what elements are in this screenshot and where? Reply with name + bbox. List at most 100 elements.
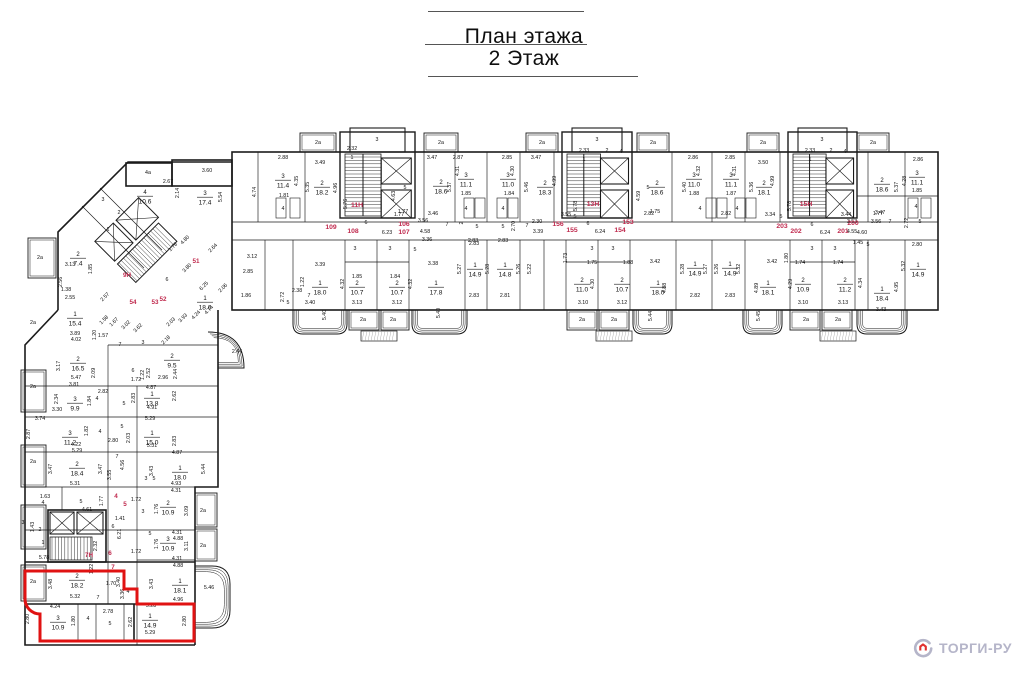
dimension-label: 5 [414, 247, 417, 253]
dimension-label: 5.27 [457, 264, 463, 274]
dimension-label: 3 [22, 520, 25, 526]
room-area-label: 18.2 [71, 583, 84, 590]
room-number-label: 1 [178, 466, 182, 472]
bay-window [638, 310, 667, 329]
dimension-label: 1.78 [168, 241, 180, 253]
dimension-label: 5 [574, 214, 577, 220]
dimension-label: 6.24 [820, 230, 830, 236]
elevator-shaft [94, 222, 134, 262]
balcony-label: 2а [390, 317, 396, 323]
balcony-label: 2а [200, 543, 206, 549]
dimension-label: 5.44 [201, 464, 207, 474]
dimension-label: 1 [809, 157, 812, 163]
balcony-label: 2а [579, 317, 585, 323]
room-number-label: 2 [355, 281, 359, 287]
unit-number-label: 6 [108, 550, 112, 557]
stair-tread [154, 226, 174, 245]
dimension-label: 5.78 [573, 201, 579, 211]
dimension-label: 3.43 [876, 307, 886, 313]
unit-number-label: 106 [398, 221, 410, 228]
loggia-hatch [620, 330, 624, 342]
closet [474, 197, 486, 219]
dimension-label: 5.46 [524, 182, 530, 192]
dimension-label: 5.40 [322, 310, 328, 320]
watermark-text: ТОРГИ-РУ [939, 640, 1012, 656]
dimension-label: 1.75 [650, 209, 660, 215]
dimension-label: 1 [107, 227, 110, 233]
dimension-label: 4.58 [420, 229, 430, 235]
room-area-label: 18.0 [314, 290, 327, 297]
unit-number-label: 154 [614, 227, 626, 234]
bay-window [195, 569, 227, 625]
room-number-label: 1 [148, 614, 152, 620]
elevator-shaft [115, 196, 160, 241]
loggia-stamp [819, 330, 857, 342]
dimension-label: 3.39 [533, 229, 543, 235]
dimension-label: 4 [282, 206, 285, 212]
dimension-label: 2.83 [468, 238, 478, 244]
loggia-hatch [617, 330, 621, 342]
balcony [425, 134, 457, 151]
loggia-hatch [835, 330, 839, 342]
loggia-hatch [608, 330, 612, 342]
dimension-label: 1.81 [279, 193, 289, 199]
dimension-label: 3.49 [315, 160, 325, 166]
dimension-label: 2.44 [173, 369, 179, 379]
dimension-label: 1 [351, 155, 354, 161]
dimension-label: 2.83 [498, 238, 508, 244]
room-number-label: 3 [692, 173, 696, 179]
balcony [791, 311, 819, 329]
dimension-label: 3.36 [422, 237, 432, 243]
dimension-label: 1.76 [154, 539, 160, 549]
dimension-label: 1.58 [99, 314, 111, 326]
dimension-label: 5 [121, 424, 124, 430]
balcony [196, 530, 216, 560]
balcony [423, 132, 459, 153]
balcony [823, 311, 851, 329]
balcony [194, 492, 218, 528]
loggia-hatch [596, 330, 600, 342]
room-number-label: 2 [170, 354, 174, 360]
dimension-label: 5 [867, 242, 870, 248]
dimension-label: 2.52 [146, 368, 152, 378]
room-number-label: 3 [464, 173, 468, 179]
bay-window [636, 310, 669, 331]
balcony-label: 2а [360, 317, 366, 323]
closet [705, 197, 717, 219]
balcony-label: 2а [611, 317, 617, 323]
dimension-label: 2.14 [175, 188, 181, 198]
dimension-label: 5 [919, 219, 922, 225]
unit-number-label: 52 [159, 296, 167, 303]
bay-window [634, 310, 671, 333]
balcony [22, 371, 45, 411]
balcony-label: 2а [650, 140, 656, 146]
dimension-label: 4.31 [732, 166, 738, 176]
dimension-label: 5 [476, 224, 479, 230]
dimension-label: 5 [80, 499, 83, 505]
dimension-label: 3.39 [315, 262, 325, 268]
loggia-hatch [844, 330, 848, 342]
dimension-label: 4.24 [50, 604, 60, 610]
balcony [858, 134, 888, 151]
dimension-label: 5.28 [680, 264, 686, 274]
dimension-label: 4.87 [172, 450, 182, 456]
dimension-label: 2.87 [453, 155, 463, 161]
elevator-x [76, 511, 104, 535]
dimension-label: 7 [97, 595, 100, 601]
dimension-label: 1.43 [30, 522, 36, 532]
room-area-label: 10.9 [162, 510, 175, 517]
loggia-hatch [841, 330, 845, 342]
room-number-label: 3 [56, 616, 60, 622]
dimension-label: 1.82 [84, 426, 90, 436]
dimension-label: 2.80 [182, 616, 188, 626]
room-area-label: 18.1 [174, 588, 187, 595]
balcony-label: 2а [760, 140, 766, 146]
room-area-label: 18.4 [71, 471, 84, 478]
dimension-label: 4.32 [696, 166, 702, 176]
room-area-label: 14.9 [724, 271, 737, 278]
balcony [196, 494, 216, 526]
room-number-label: 3 [506, 173, 510, 179]
room-area-label: 15.4 [69, 321, 82, 328]
dimension-label: 4 [502, 206, 505, 212]
dimension-label: 1.77 [99, 496, 105, 506]
